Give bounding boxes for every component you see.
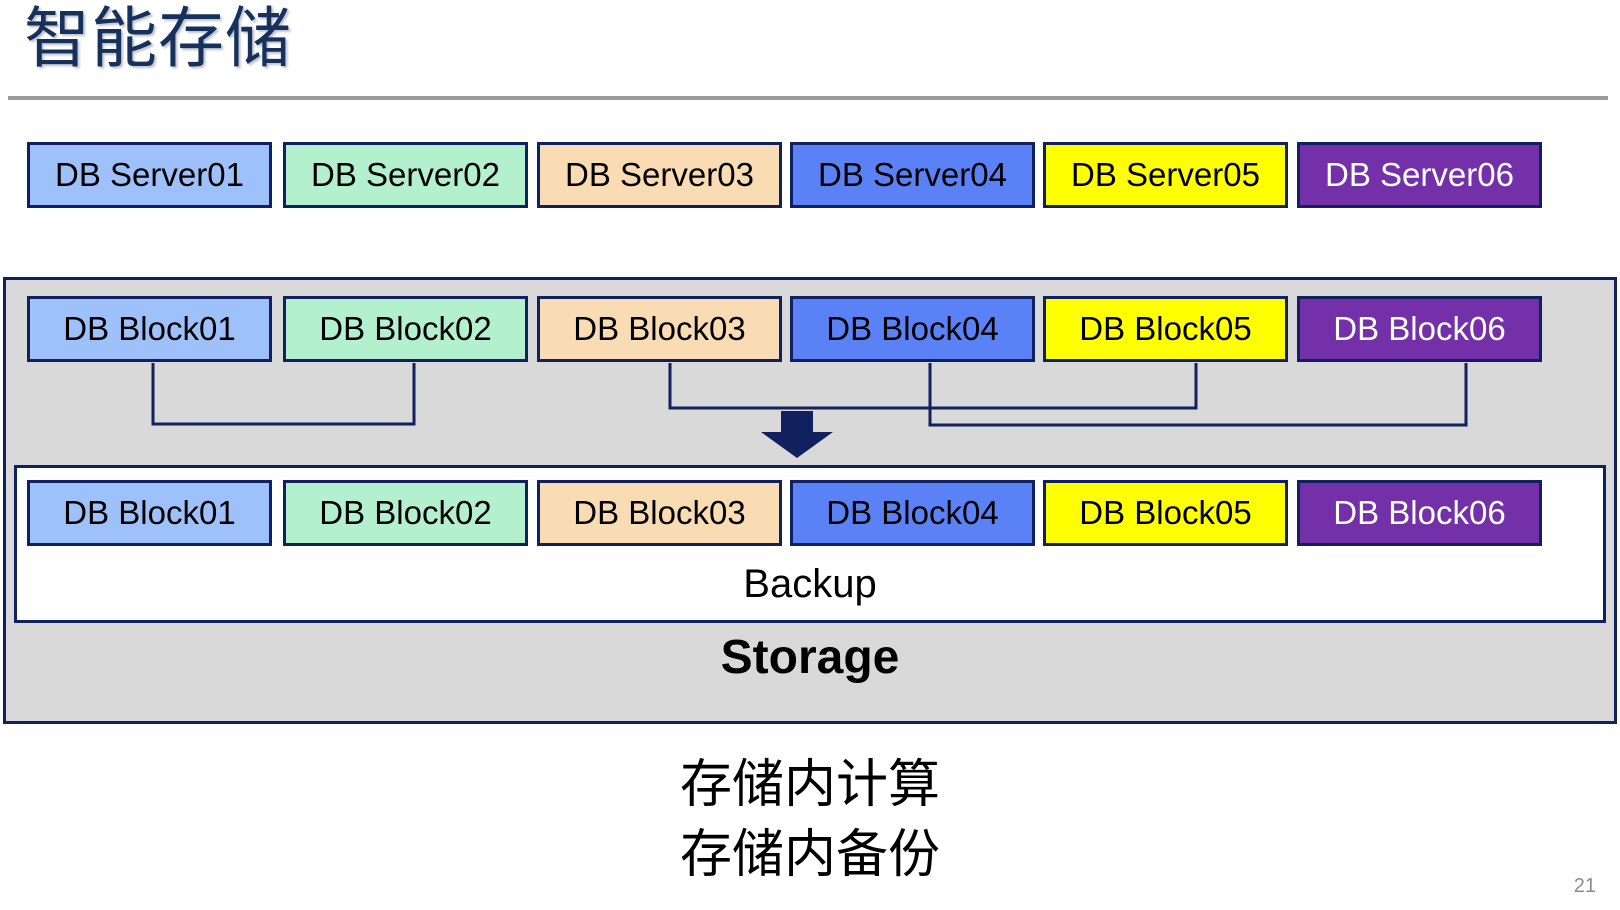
db-server-box-4[interactable]: DB Server04 <box>790 142 1035 208</box>
db-backup-box-label: DB Block03 <box>573 494 746 531</box>
db-server-box-label: DB Server02 <box>311 156 500 193</box>
db-block-box-6[interactable]: DB Block06 <box>1297 296 1542 362</box>
title-divider <box>8 96 1608 100</box>
db-backup-box-6[interactable]: DB Block06 <box>1297 480 1542 546</box>
db-backup-box-2[interactable]: DB Block02 <box>283 480 528 546</box>
db-block-box-5[interactable]: DB Block05 <box>1043 296 1288 362</box>
db-backup-box-label: DB Block04 <box>826 494 999 531</box>
db-server-box-label: DB Server03 <box>565 156 754 193</box>
db-block-box-label: DB Block02 <box>319 310 492 347</box>
db-server-box-3[interactable]: DB Server03 <box>537 142 782 208</box>
db-backup-box-3[interactable]: DB Block03 <box>537 480 782 546</box>
db-backup-box-label: DB Block02 <box>319 494 492 531</box>
db-backup-box-label: DB Block05 <box>1079 494 1252 531</box>
page-title: 智能存储 <box>24 1 292 75</box>
storage-label: Storage <box>720 631 900 684</box>
db-server-box-1[interactable]: DB Server01 <box>27 142 272 208</box>
db-backup-box-5[interactable]: DB Block05 <box>1043 480 1288 546</box>
db-backup-box-1[interactable]: DB Block01 <box>27 480 272 546</box>
db-server-box-label: DB Server05 <box>1071 156 1260 193</box>
db-block-box-label: DB Block04 <box>826 310 999 347</box>
caption-in-storage-backup: 存储内备份 <box>679 826 940 884</box>
page-number: 21 <box>1573 875 1596 897</box>
db-server-box-6[interactable]: DB Server06 <box>1297 142 1542 208</box>
db-block-box-3[interactable]: DB Block03 <box>537 296 782 362</box>
db-block-box-1[interactable]: DB Block01 <box>27 296 272 362</box>
db-block-box-label: DB Block05 <box>1079 310 1252 347</box>
db-backup-box-4[interactable]: DB Block04 <box>790 480 1035 546</box>
db-server-box-label: DB Server06 <box>1325 156 1514 193</box>
db-block-box-label: DB Block06 <box>1333 310 1506 347</box>
db-server-box-label: DB Server01 <box>55 156 244 193</box>
db-backup-box-label: DB Block01 <box>63 494 236 531</box>
caption-in-storage-compute: 存储内计算 <box>679 756 940 814</box>
db-block-box-2[interactable]: DB Block02 <box>283 296 528 362</box>
db-server-box-2[interactable]: DB Server02 <box>283 142 528 208</box>
db-backup-box-label: DB Block06 <box>1333 494 1506 531</box>
db-block-box-label: DB Block01 <box>63 310 236 347</box>
db-block-box-4[interactable]: DB Block04 <box>790 296 1035 362</box>
db-server-box-label: DB Server04 <box>818 156 1007 193</box>
db-server-box-5[interactable]: DB Server05 <box>1043 142 1288 208</box>
db-block-box-label: DB Block03 <box>573 310 746 347</box>
backup-label: Backup <box>743 562 877 606</box>
